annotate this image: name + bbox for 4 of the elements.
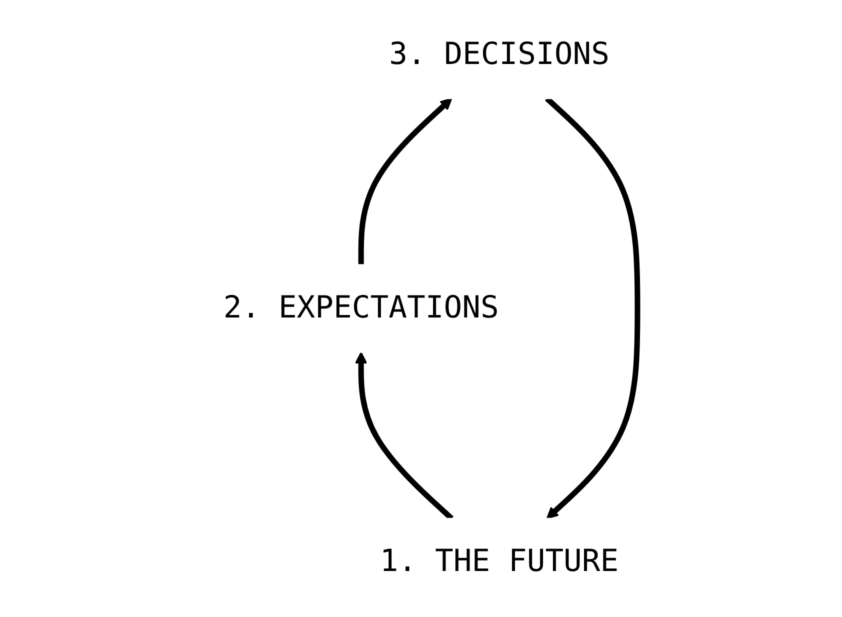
- arrow: [358, 98, 452, 265]
- node-text: 1. THE FUTURE: [380, 544, 619, 580]
- node-text: 2. EXPECTATIONS: [223, 291, 499, 326]
- node-text: 3. DECISIONS: [389, 37, 610, 72]
